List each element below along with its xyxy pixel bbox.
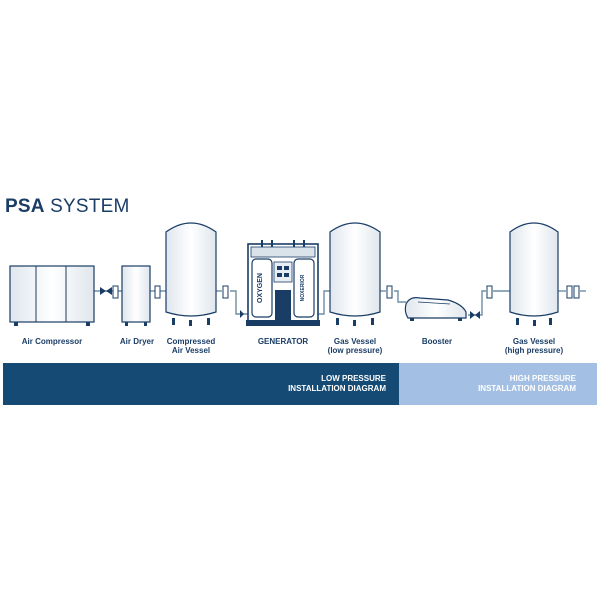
generator-right-text: NOXERIOR bbox=[300, 274, 306, 301]
filter-icon bbox=[486, 285, 493, 299]
generator-icon: OXYGEN NOXERIOR bbox=[246, 240, 320, 326]
pipe-line bbox=[94, 290, 586, 316]
page-title: PSA SYSTEM bbox=[5, 196, 129, 218]
high-pressure-band-text: HIGH PRESSURE INSTALLATION DIAGRAM bbox=[478, 374, 576, 393]
compressed-air-vessel-icon bbox=[165, 222, 217, 326]
booster-icon bbox=[404, 297, 467, 321]
label-generator: GENERATOR bbox=[257, 337, 309, 346]
air-compressor-icon bbox=[9, 265, 95, 326]
label-air-dryer: Air Dryer bbox=[119, 337, 155, 346]
label-compressed-air-vessel: Compressed Air Vessel bbox=[166, 337, 216, 355]
gas-vessel-low-icon bbox=[329, 222, 381, 326]
valve-icon bbox=[240, 310, 244, 318]
label-gas-vessel-high: Gas Vessel (high pressure) bbox=[504, 337, 564, 355]
filter-icon bbox=[112, 285, 119, 299]
generator-left-text: OXYGEN bbox=[257, 273, 264, 303]
psa-flow-diagram: OXYGEN NOXERIOR bbox=[9, 222, 586, 326]
filter-icon bbox=[386, 285, 393, 299]
filter-icon bbox=[154, 285, 161, 299]
filter-icon bbox=[222, 285, 229, 299]
title-light: SYSTEM bbox=[44, 196, 130, 217]
filter-icon bbox=[566, 285, 580, 299]
valve-icon bbox=[100, 287, 112, 295]
label-air-compressor: Air Compressor bbox=[21, 337, 83, 346]
label-booster: Booster bbox=[421, 337, 453, 346]
valve-icon bbox=[470, 311, 480, 319]
gas-vessel-high-icon bbox=[509, 222, 559, 326]
low-pressure-band bbox=[3, 363, 399, 405]
label-gas-vessel-low: Gas Vessel (low pressure) bbox=[327, 337, 383, 355]
title-bold: PSA bbox=[5, 196, 45, 217]
air-dryer-icon bbox=[121, 265, 151, 326]
high-pressure-band bbox=[399, 363, 597, 405]
low-pressure-band-text: LOW PRESSURE INSTALLATION DIAGRAM bbox=[288, 374, 386, 393]
